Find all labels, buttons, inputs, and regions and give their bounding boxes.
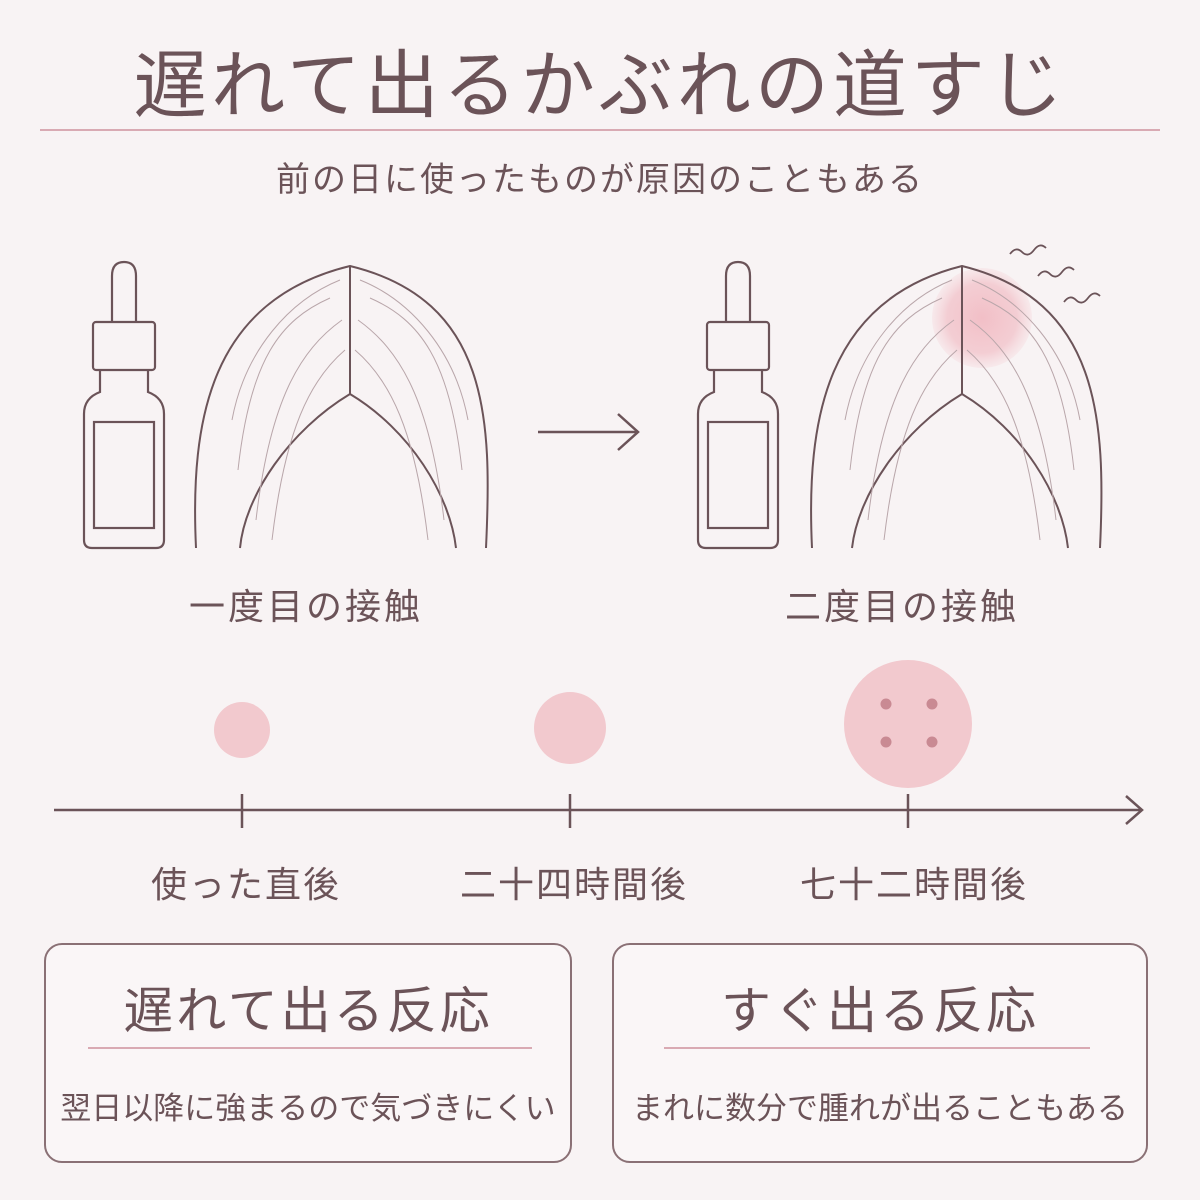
- card-title: 遅れて出る反応: [123, 982, 493, 1040]
- card-body: 翌日以降に強まるので気づきにくい: [60, 1091, 556, 1127]
- subtitle: 前の日に使ったものが原因のこともある: [276, 160, 924, 200]
- hair-strands: [231, 279, 469, 541]
- card-divider: [88, 1047, 532, 1049]
- time-label-72h: 七十二時間後: [799, 865, 1028, 906]
- hair-icon: [194, 264, 489, 549]
- immediate-reaction-card: すぐ出る反応 まれに数分で腫れが出ることもある: [612, 943, 1148, 1163]
- dropper-bottle-icon: [696, 260, 780, 550]
- card-title: すぐ出る反応: [721, 982, 1039, 1040]
- time-label-24h: 二十四時間後: [459, 865, 688, 906]
- card-divider: [664, 1047, 1090, 1049]
- reaction-circle-medium: [534, 692, 606, 764]
- first-contact-label: 一度目の接触: [188, 587, 423, 628]
- reaction-circle-small: [214, 702, 270, 758]
- delayed-reaction-card: 遅れて出る反応 翌日以降に強まるので気づきにくい: [44, 943, 572, 1163]
- page-title: 遅れて出るかぶれの道すじ: [133, 43, 1067, 129]
- hair-icon: [810, 264, 1103, 549]
- hair-strands: [844, 279, 1081, 541]
- dropper-bottle-icon: [82, 260, 166, 550]
- title-divider: [40, 129, 1160, 131]
- itch-lines-icon: [1009, 244, 1101, 304]
- reaction-spot: [932, 268, 1032, 368]
- card-body: まれに数分で腫れが出ることもある: [632, 1091, 1128, 1127]
- time-label-immediate: 使った直後: [150, 865, 341, 906]
- right-arrow-icon: [538, 413, 640, 451]
- second-contact-label: 二度目の接触: [784, 587, 1019, 628]
- reaction-circle-large: [844, 660, 972, 788]
- timeline-arrow-icon: [1125, 795, 1144, 825]
